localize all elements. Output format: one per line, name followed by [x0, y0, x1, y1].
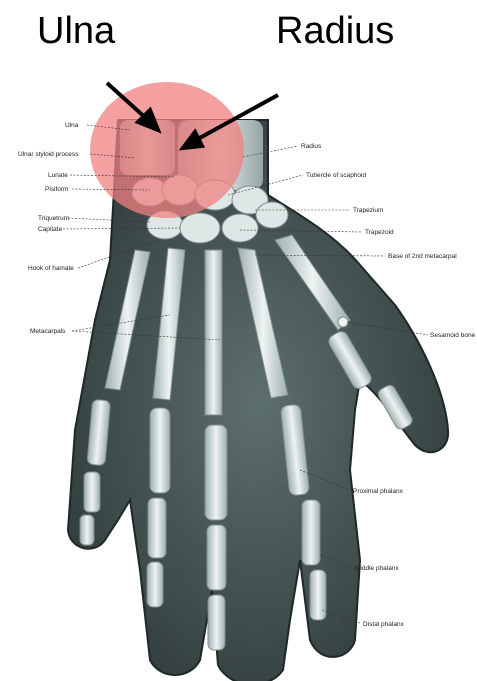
label-triquetrum: Triquetrum: [38, 215, 69, 222]
label-base-2nd-metacarpal: Base of 2nd metacarpal: [388, 253, 457, 260]
label-tubercle-scaphoid: Tubercle of scaphoid: [306, 172, 366, 179]
label-sesamoid: Sesamoid bone: [430, 332, 476, 339]
left-labels: Ulna Ulnar styloid process Lunate Pisifo…: [18, 122, 79, 335]
label-capitate: Capitate: [38, 226, 63, 233]
label-radius: Radius: [301, 143, 322, 150]
label-middle-phalanx: Middle phalanx: [355, 565, 399, 572]
label-metacarpals: Metacarpals: [30, 328, 66, 335]
wrist-highlight-circle: [90, 82, 244, 218]
label-trapezium: Trapezium: [353, 207, 383, 214]
sesamoid-bone: [338, 317, 348, 327]
label-hook-hamate: Hook of hamate: [28, 265, 74, 272]
label-ulna: Ulna: [65, 122, 79, 129]
label-distal-phalanx: Distal phalanx: [363, 621, 405, 628]
label-pisiform: Pisiform: [45, 186, 68, 193]
label-lunate: Lunate: [48, 172, 68, 179]
label-ulnar-styloid: Ulnar styloid process: [18, 151, 79, 158]
label-proximal-phalanx: Proximal phalanx: [353, 488, 404, 495]
label-trapezoid: Trapezoid: [365, 229, 394, 236]
